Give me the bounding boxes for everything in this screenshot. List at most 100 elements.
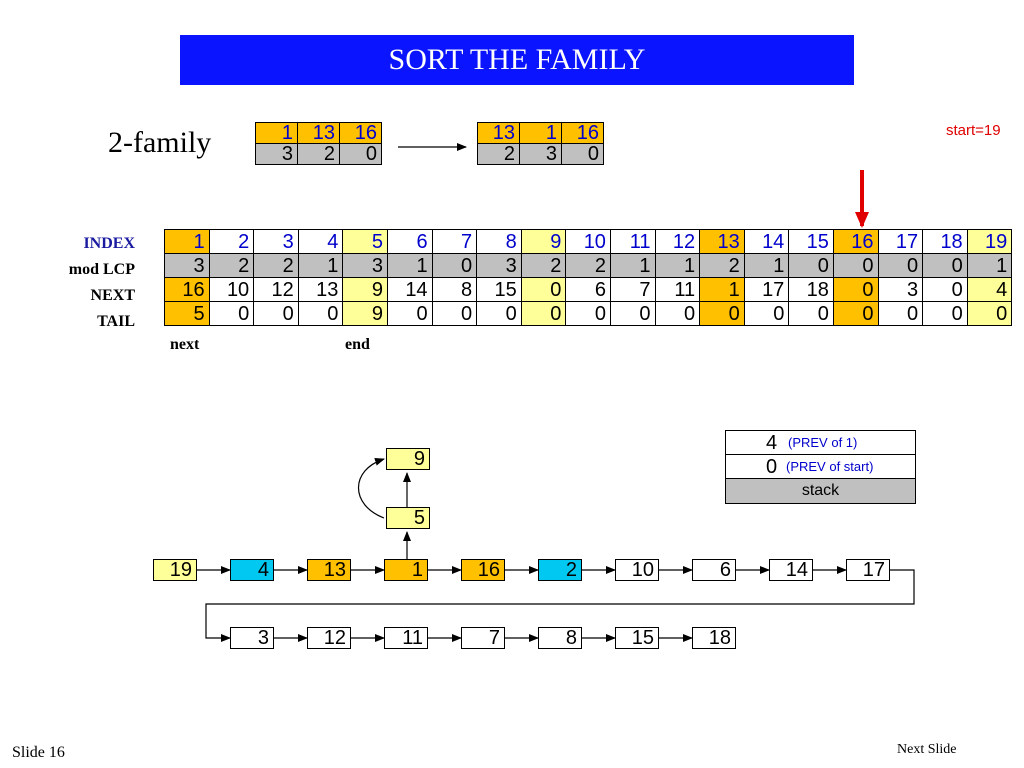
- next-cell: 16: [164, 277, 210, 302]
- index-cell: 18: [922, 229, 968, 254]
- chain-node: 7: [461, 627, 505, 649]
- next-cell: 9: [342, 277, 388, 302]
- chain-node: 18: [692, 627, 736, 649]
- stack-row: 4 (PREV of 1): [726, 431, 915, 455]
- chain-node: 17: [846, 559, 890, 581]
- mod-lcp-cell: 2: [253, 253, 299, 278]
- index-cell: 2: [208, 229, 255, 254]
- mod-lcp-row-label: mod LCP: [68, 261, 135, 278]
- next-cell: 17: [743, 277, 790, 302]
- chain-node: 2: [538, 559, 582, 581]
- mod-lcp-cell: 0: [877, 253, 924, 278]
- chain-node: 10: [615, 559, 659, 581]
- tail-cell: 0: [877, 301, 924, 326]
- mod-lcp-cell: 3: [476, 253, 522, 278]
- arrow-loop-5-to-9: [358, 457, 385, 519]
- family-before-top-cell: 1: [255, 122, 298, 144]
- family-before-table: 1 13 16 3 2 0: [255, 122, 382, 165]
- index-cell: 15: [788, 229, 834, 254]
- chain-node: 6: [692, 559, 736, 581]
- family-before-bottom-cell: 2: [297, 143, 340, 165]
- stack-label: stack: [801, 482, 840, 499]
- row-labels: INDEX mod LCP NEXT TAIL: [40, 232, 135, 336]
- tail-cell: 0: [922, 301, 968, 326]
- stack-label-row: stack: [726, 479, 915, 503]
- chain-node: 8: [538, 627, 582, 649]
- tail-cell: 0: [832, 301, 879, 326]
- index-cell: 6: [386, 229, 433, 254]
- chain-node: 1: [384, 559, 428, 581]
- next-cell: 12: [253, 277, 299, 302]
- chain-node: 11: [384, 627, 428, 649]
- index-cell: 17: [877, 229, 924, 254]
- wrap-arrow: [205, 569, 915, 642]
- chain-node: 15: [615, 627, 659, 649]
- mod-lcp-cell: 0: [922, 253, 968, 278]
- tail-row-label: TAIL: [97, 313, 135, 330]
- slide-number: Slide 16: [12, 744, 65, 761]
- family-after-top-cell: 16: [561, 122, 604, 144]
- tail-cell: 0: [297, 301, 344, 326]
- tail-cell: 0: [565, 301, 611, 326]
- tail-cell: 0: [699, 301, 745, 326]
- node-upper: 9: [386, 448, 430, 470]
- family-after-bottom-cell: 2: [477, 143, 520, 165]
- end-pointer-label: end: [345, 336, 370, 353]
- mod-lcp-cell: 0: [788, 253, 834, 278]
- chain-node: 13: [307, 559, 351, 581]
- next-slide-link[interactable]: Next Slide: [897, 742, 957, 757]
- mod-lcp-cell: 3: [164, 253, 210, 278]
- tail-cell: 0: [386, 301, 433, 326]
- next-cell: 13: [297, 277, 344, 302]
- next-cell: 6: [565, 277, 611, 302]
- chain-node: 3: [230, 627, 274, 649]
- next-cell: 0: [520, 277, 567, 302]
- stack-value: 0: [766, 456, 778, 478]
- chain-arrows: [197, 566, 847, 642]
- index-cell: 16: [832, 229, 879, 254]
- mod-lcp-cell: 1: [743, 253, 790, 278]
- tail-cell: 0: [253, 301, 299, 326]
- index-cell: 13: [699, 229, 745, 254]
- mod-lcp-cell: 0: [832, 253, 879, 278]
- tail-cell: 9: [342, 301, 388, 326]
- tail-cell: 0: [966, 301, 1013, 326]
- tail-cell: 0: [476, 301, 522, 326]
- index-row-label: INDEX: [83, 235, 135, 252]
- next-pointer-label: next: [170, 336, 200, 353]
- chain-node: 19: [153, 559, 197, 581]
- mod-lcp-cell: 0: [431, 253, 478, 278]
- index-cell: 1: [164, 229, 210, 254]
- title-banner: SORT THE FAMILY: [180, 35, 854, 85]
- mod-lcp-cell: 2: [699, 253, 745, 278]
- mod-lcp-cell: 1: [966, 253, 1013, 278]
- tail-cell: 0: [431, 301, 478, 326]
- family-after-bottom-cell: 0: [561, 143, 604, 165]
- tail-cell: 0: [654, 301, 701, 326]
- mod-lcp-cell: 1: [297, 253, 344, 278]
- tail-cell: 0: [609, 301, 656, 326]
- tail-cell: 0: [208, 301, 255, 326]
- index-cell: 9: [520, 229, 567, 254]
- mod-lcp-cell: 2: [520, 253, 567, 278]
- tail-cell: 0: [520, 301, 567, 326]
- family-label: 2-family: [108, 126, 212, 159]
- next-cell: 1: [699, 277, 745, 302]
- tail-cell: 0: [743, 301, 790, 326]
- family-after-top-cell: 13: [477, 122, 520, 144]
- index-cell: 8: [476, 229, 522, 254]
- stack-row: 0 (PREV of start): [726, 455, 915, 479]
- index-cell: 12: [654, 229, 701, 254]
- next-cell: 10: [208, 277, 255, 302]
- next-cell: 7: [609, 277, 656, 302]
- stack-note: (PREV of start): [786, 459, 874, 474]
- mod-lcp-cell: 2: [565, 253, 611, 278]
- chain-node: 16: [461, 559, 505, 581]
- mod-lcp-cell: 1: [654, 253, 701, 278]
- start-label: start=19: [946, 122, 1001, 139]
